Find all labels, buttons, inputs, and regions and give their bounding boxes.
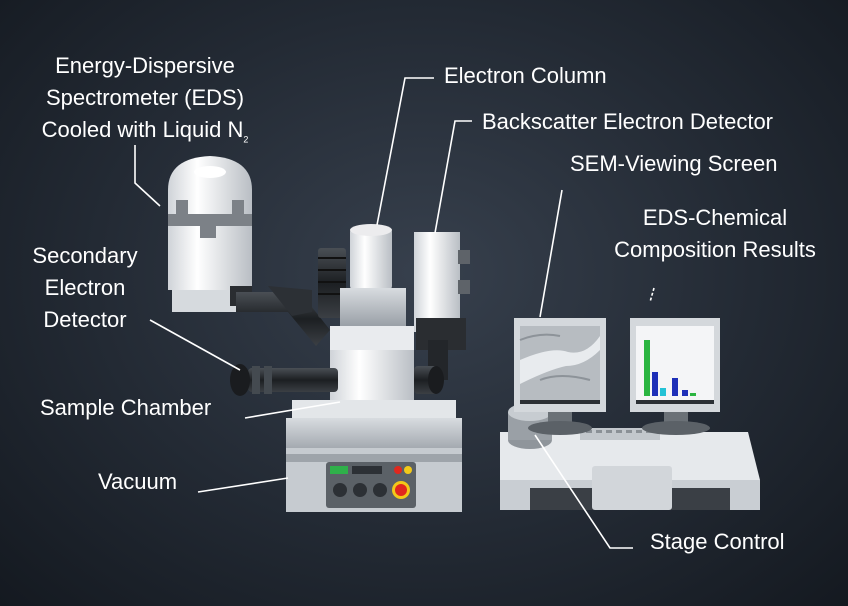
eds-label-line1: Energy-Dispersive [55, 53, 235, 78]
sem-screen-label: SEM-Viewing Screen [570, 151, 778, 176]
workstation-desk [500, 428, 760, 510]
stage-control-label: Stage Control [650, 529, 785, 554]
eds-detector [168, 156, 252, 312]
eds-cooling-note-text: Cooled with Liquid N [41, 117, 244, 142]
vacuum-base [286, 400, 462, 512]
vacuum-label: Vacuum [98, 469, 178, 494]
eds-cooling-note: Cooled with Liquid N2 [40, 114, 250, 146]
eds-results-line2: Composition Results [614, 237, 816, 262]
eds-label-line2: Spectrometer (EDS) [45, 85, 245, 110]
leader-backscatter [434, 120, 472, 234]
sem-viewing-screen [514, 318, 606, 435]
eds-results-line1: EDS-Chemical [642, 205, 788, 230]
electron-column-label: Electron Column [444, 63, 607, 88]
backscatter-label: Backscatter Electron Detector [482, 109, 774, 134]
secondary-detector-label: Secondary Electron Detector [20, 240, 150, 336]
eds-results-label: EDS-Chemical Composition Results [600, 202, 830, 266]
electron-column [318, 224, 414, 356]
leader-electron-column [376, 77, 434, 226]
leader-secondary [149, 319, 241, 371]
leader-lines [134, 77, 655, 549]
backscatter-detector [414, 232, 470, 380]
eds-results-screen [630, 318, 720, 435]
eds-cooling-note-subscript: 2 [243, 134, 249, 145]
eds-label: Energy-Dispersive Spectrometer (EDS) Coo… [40, 50, 250, 146]
leader-eds-results [649, 287, 655, 303]
leader-vacuum [197, 477, 289, 493]
secondary-line1: Secondary [32, 243, 138, 268]
secondary-line2: Electron [44, 275, 126, 300]
leader-sem-screen [539, 189, 563, 318]
sample-chamber-label: Sample Chamber [40, 395, 212, 420]
secondary-line3: Detector [43, 307, 127, 332]
leader-stage-control [534, 434, 633, 549]
leader-sample-chamber [244, 401, 341, 419]
leader-eds [134, 145, 161, 207]
